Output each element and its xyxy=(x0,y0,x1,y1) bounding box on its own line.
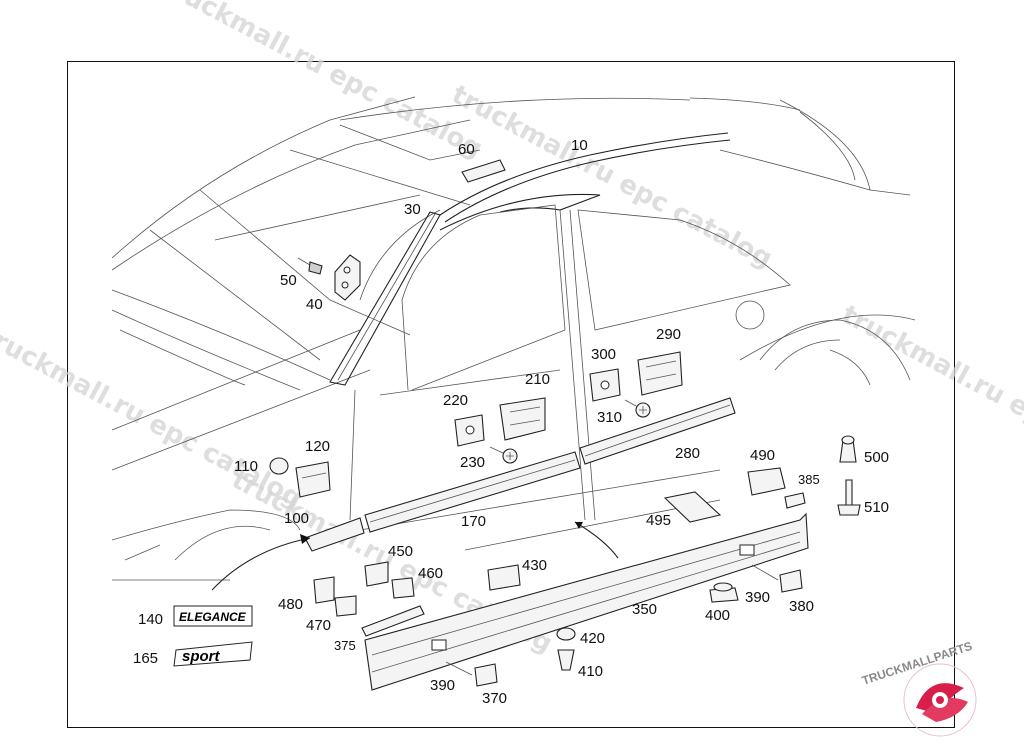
clip-60[interactable] xyxy=(461,159,506,183)
bracket-40[interactable] xyxy=(334,254,361,301)
badge-sport[interactable]: sport xyxy=(173,641,253,667)
grommet-400[interactable] xyxy=(709,582,739,603)
callout-420[interactable]: 420 xyxy=(580,630,605,647)
fastener-500[interactable] xyxy=(839,435,857,463)
callout-310[interactable]: 310 xyxy=(597,409,622,426)
clip-430[interactable] xyxy=(487,564,521,591)
leader-arrow xyxy=(211,537,311,591)
callout-300[interactable]: 300 xyxy=(591,346,616,363)
callout-140[interactable]: 140 xyxy=(138,611,163,628)
truckmallparts-logo: TRUCKMALLPARTS xyxy=(860,639,977,737)
callout-280[interactable]: 280 xyxy=(675,445,700,462)
callout-165[interactable]: 165 xyxy=(133,650,158,667)
clip-220[interactable] xyxy=(454,414,485,447)
clip-470[interactable] xyxy=(334,595,357,617)
callout-410[interactable]: 410 xyxy=(578,663,603,680)
callout-110[interactable]: 110 xyxy=(234,458,258,475)
cap-380[interactable] xyxy=(751,564,803,593)
rear-door-moulding[interactable] xyxy=(579,397,736,465)
clip-290[interactable] xyxy=(637,351,683,396)
roof-moulding[interactable] xyxy=(439,132,731,223)
callout-230[interactable]: 230 xyxy=(460,454,485,471)
callout-220[interactable]: 220 xyxy=(443,392,468,409)
callout-430[interactable]: 430 xyxy=(522,557,547,574)
callout-375[interactable]: 375 xyxy=(334,638,356,653)
clip-460[interactable] xyxy=(391,577,415,599)
clip-420[interactable] xyxy=(556,627,576,641)
a-pillar-moulding[interactable] xyxy=(329,211,441,386)
callout-350[interactable]: 350 xyxy=(632,601,657,618)
callout-495[interactable]: 495 xyxy=(646,512,671,529)
badge-elegance[interactable]: ELEGANCE xyxy=(173,605,253,627)
callout-450[interactable]: 450 xyxy=(388,543,413,560)
skirt-strip-375[interactable] xyxy=(361,605,425,637)
callout-50[interactable]: 50 xyxy=(280,272,297,289)
callout-labels: 10 30 40 50 60 100 110 120 140 165 170 2… xyxy=(133,137,889,707)
watermark-layer: truckmall.ru epc catalog truckmall.ru ep… xyxy=(0,0,1024,659)
callout-60[interactable]: 60 xyxy=(458,141,475,158)
cap-370[interactable] xyxy=(445,661,498,687)
callout-460[interactable]: 460 xyxy=(418,565,443,582)
callout-480[interactable]: 480 xyxy=(278,596,303,613)
clip-120[interactable] xyxy=(295,461,331,498)
callout-30[interactable]: 30 xyxy=(404,201,421,218)
clip-385[interactable] xyxy=(784,492,806,509)
callout-170[interactable]: 170 xyxy=(461,513,486,530)
arrow-head xyxy=(575,522,583,529)
callout-290[interactable]: 290 xyxy=(656,326,681,343)
logo-text: TRUCKMALLPARTS xyxy=(860,639,974,688)
screw-310[interactable] xyxy=(624,399,651,418)
callout-400[interactable]: 400 xyxy=(705,607,730,624)
plug-110[interactable] xyxy=(269,457,289,475)
callout-390[interactable]: 390 xyxy=(745,589,770,606)
diagram-frame xyxy=(67,61,955,728)
callout-390[interactable]: 390 xyxy=(430,677,455,694)
callout-120[interactable]: 120 xyxy=(305,438,330,455)
front-door-moulding[interactable] xyxy=(304,451,581,552)
callout-385[interactable]: 385 xyxy=(798,472,820,487)
screw-50[interactable] xyxy=(297,257,323,275)
watermark-text: truckmall.ru epc catalog xyxy=(447,80,777,275)
callout-10[interactable]: 10 xyxy=(571,137,588,154)
callout-470[interactable]: 470 xyxy=(306,617,331,634)
screw-230[interactable] xyxy=(489,446,518,464)
bracket-495[interactable] xyxy=(663,491,722,523)
callout-100[interactable]: 100 xyxy=(284,510,309,527)
clip-210[interactable] xyxy=(499,397,546,441)
callout-500[interactable]: 500 xyxy=(864,449,889,466)
clip-410[interactable] xyxy=(557,649,575,671)
badge-sport-text: sport xyxy=(182,648,221,665)
clip-480[interactable] xyxy=(313,576,335,604)
side-skirt-350[interactable] xyxy=(364,512,809,691)
arrow-head xyxy=(300,534,310,544)
badge-elegance-text: ELEGANCE xyxy=(179,610,247,624)
bracket-490[interactable] xyxy=(747,467,786,496)
callout-380[interactable]: 380 xyxy=(789,598,814,615)
callout-510[interactable]: 510 xyxy=(864,499,889,516)
callout-40[interactable]: 40 xyxy=(306,296,323,313)
clip-300[interactable] xyxy=(589,368,621,402)
callout-490[interactable]: 490 xyxy=(750,447,775,464)
car-body-outline xyxy=(111,96,916,581)
callout-370[interactable]: 370 xyxy=(482,690,507,707)
watermark-text: truckmall.ru epc catalog xyxy=(157,0,487,164)
clip-450[interactable] xyxy=(364,561,389,587)
callout-210[interactable]: 210 xyxy=(525,371,550,388)
screw-510[interactable] xyxy=(837,479,861,516)
